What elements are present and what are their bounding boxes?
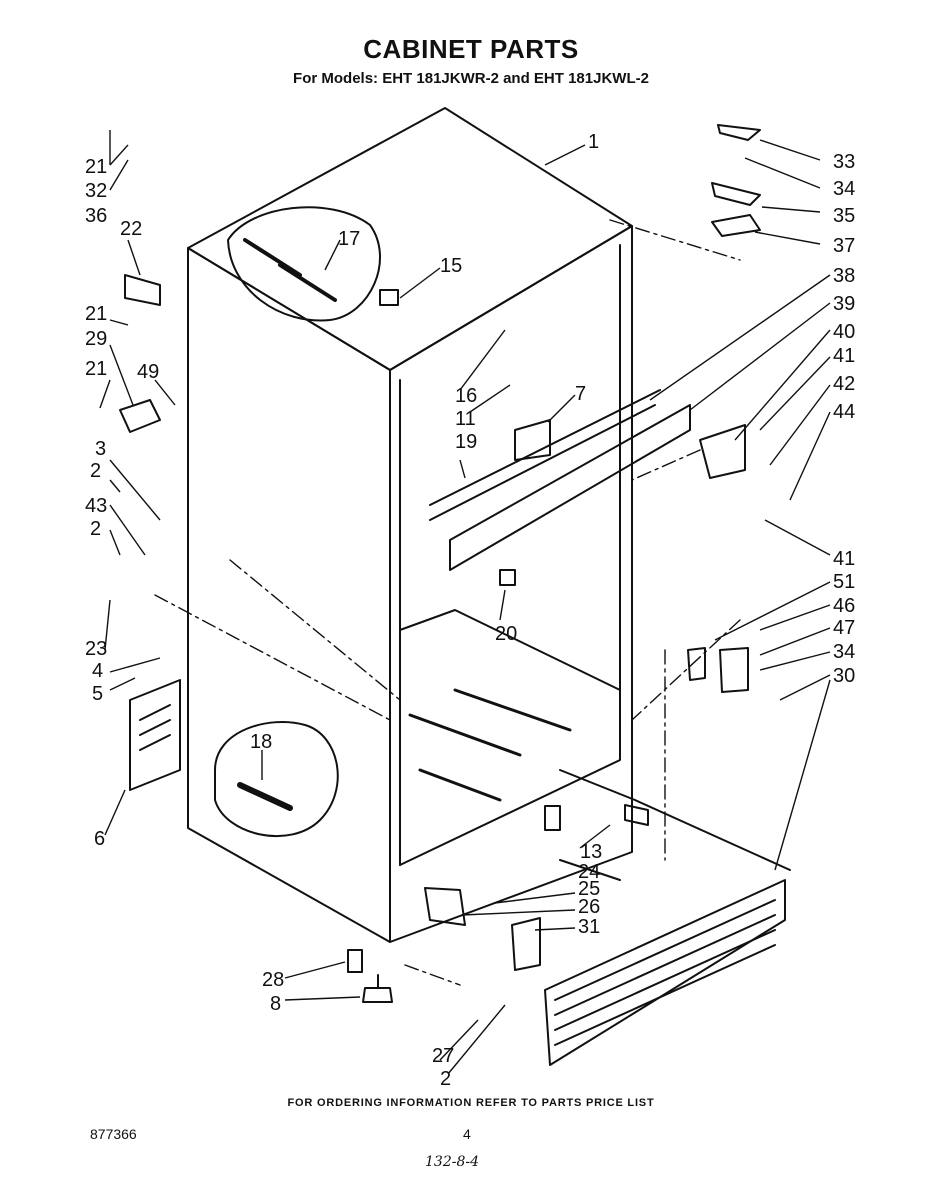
grille-part (544, 879, 786, 1066)
callout-46: 46 (833, 595, 855, 617)
callout-2-mid: 2 (90, 518, 101, 540)
callout-44: 44 (833, 401, 855, 423)
callout-37: 37 (833, 235, 855, 257)
callout-8: 8 (270, 993, 281, 1015)
callout-42: 42 (833, 373, 855, 395)
callout-34-lower: 34 (833, 641, 855, 663)
callout-35: 35 (833, 205, 855, 227)
callout-43: 43 (85, 495, 107, 517)
callout-30: 30 (833, 665, 855, 687)
crossbar-bracket (449, 404, 691, 571)
callout-51: 51 (833, 571, 855, 593)
inset-circle-wiring (227, 206, 381, 322)
callout-21: 21 (85, 156, 107, 178)
callout-33: 33 (833, 151, 855, 173)
cabinet-right-side (389, 225, 633, 943)
callout-17: 17 (338, 228, 360, 250)
model-subtitle: For Models: EHT 181JKWR-2 and EHT 181JKW… (293, 70, 649, 87)
callout-34: 34 (833, 178, 855, 200)
callout-31: 31 (578, 916, 600, 938)
callout-40: 40 (833, 321, 855, 343)
ordering-note: FOR ORDERING INFORMATION REFER TO PARTS … (287, 1097, 655, 1109)
part-control-box (129, 679, 181, 791)
callout-23: 23 (85, 638, 107, 660)
callout-36: 36 (85, 205, 107, 227)
cabinet-top-panel (187, 107, 633, 371)
callout-41-bottom: 41 (833, 548, 855, 570)
handwritten-note: 132-8-4 (425, 1154, 479, 1170)
callout-41-top: 41 (833, 345, 855, 367)
callout-27: 27 (432, 1045, 454, 1067)
callout-13: 13 (580, 841, 602, 863)
callout-6: 6 (94, 828, 105, 850)
page-number: 4 (463, 1126, 471, 1142)
callout-38: 38 (833, 265, 855, 287)
callout-15: 15 (440, 255, 462, 277)
callout-5: 5 (92, 683, 103, 705)
callout-16: 16 (455, 385, 477, 407)
part-hinge-plate (711, 182, 761, 206)
part-leveler (424, 887, 466, 926)
callout-7: 7 (575, 383, 586, 405)
inset-circle-plug (214, 721, 339, 838)
callout-2: 2 (90, 460, 101, 482)
part-bracket-right (699, 424, 746, 479)
callout-28: 28 (262, 969, 284, 991)
part-hinge-lower (719, 647, 749, 693)
page-title: CABINET PARTS (363, 34, 579, 64)
callout-3: 3 (95, 438, 106, 460)
callout-24: 24 (578, 861, 600, 883)
callout-49: 49 (137, 361, 159, 383)
callout-4: 4 (92, 660, 103, 682)
callout-11: 11 (455, 408, 476, 430)
callout-1: 1 (588, 131, 599, 153)
callout-47: 47 (833, 617, 855, 639)
callout-39: 39 (833, 293, 855, 315)
part-hinge-top (717, 124, 761, 141)
document-number: 877366 (90, 1126, 137, 1142)
part-foot (362, 987, 393, 1003)
callout-20: 20 (495, 623, 517, 645)
cabinet-inner-frame (399, 244, 621, 866)
callout-19: 19 (455, 431, 477, 453)
callout-18: 18 (250, 731, 272, 753)
callout-26: 26 (578, 896, 600, 918)
part-knob (119, 399, 161, 433)
callout-29: 29 (85, 328, 107, 350)
callout-21-low: 21 (85, 358, 107, 380)
callout-2-bottom: 2 (440, 1068, 451, 1090)
callout-32: 32 (85, 180, 107, 202)
callout-21-mid: 21 (85, 303, 107, 325)
part-thermostat (124, 274, 161, 306)
callout-25: 25 (578, 878, 600, 900)
callout-22: 22 (120, 218, 142, 240)
